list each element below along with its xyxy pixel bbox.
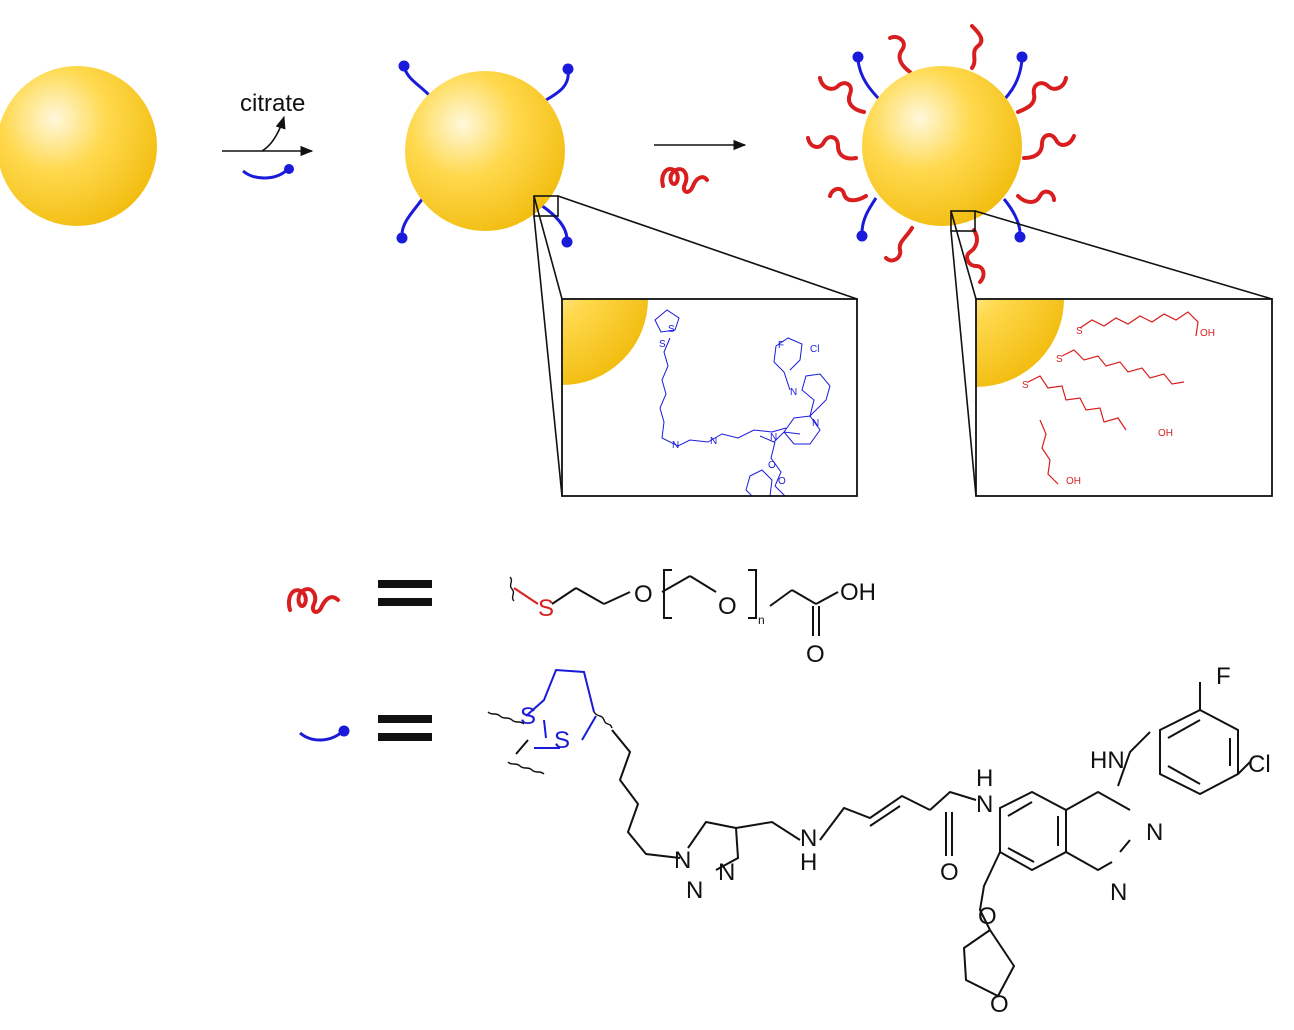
zoom-inset-ligand: S S Cl F N N N N N O O bbox=[533, 195, 858, 497]
ligand-quinazoline-n1: N bbox=[1146, 819, 1163, 846]
ligand-amide-h: H bbox=[976, 765, 993, 792]
svg-text:N: N bbox=[790, 387, 797, 398]
step2-arrow bbox=[654, 139, 747, 194]
svg-text:S: S bbox=[668, 324, 675, 335]
ligand-legend-row: S S N N N N H O H N HN N N F Cl O O bbox=[299, 663, 1271, 1018]
ligand-chlorine: Cl bbox=[1248, 751, 1271, 778]
equals-sign bbox=[378, 580, 432, 606]
ligand-ether-o: O bbox=[978, 903, 997, 930]
ligand-legend-icon bbox=[299, 725, 350, 742]
svg-text:O: O bbox=[778, 476, 786, 487]
ligand-quinazoline-n2: N bbox=[1110, 879, 1127, 906]
inset-peg-s1: S bbox=[1076, 326, 1083, 337]
svg-text:N: N bbox=[770, 432, 777, 443]
ligand-amide-n: N bbox=[976, 791, 993, 818]
peg-n-label: n bbox=[758, 613, 765, 627]
peg-o1-label: O bbox=[634, 581, 653, 608]
citrate-label: citrate bbox=[240, 90, 305, 117]
ligand-s1-label: S bbox=[520, 703, 536, 730]
ligand-thf-o: O bbox=[990, 991, 1009, 1018]
gold-nanoparticle-bare bbox=[0, 66, 157, 226]
svg-text:S: S bbox=[659, 339, 666, 350]
ligand-triazole-n1: N bbox=[674, 847, 691, 874]
peg-carbonyl-o-label: O bbox=[806, 641, 825, 668]
ligand-amine-n: N bbox=[800, 825, 817, 852]
inset-peg-oh1: OH bbox=[1200, 328, 1215, 339]
step1-arrow: citrate bbox=[222, 90, 314, 180]
ligand-structure bbox=[487, 668, 1251, 998]
inset-peg-oh2: OH bbox=[1158, 428, 1173, 439]
inset-peg-s2: S bbox=[1056, 354, 1063, 365]
peg-oh-label: OH bbox=[840, 579, 876, 606]
ligand-amide-o: O bbox=[940, 859, 959, 886]
ligand-s2-label: S bbox=[554, 727, 570, 754]
inset-peg-oh3: OH bbox=[1066, 476, 1081, 487]
equals-sign-2 bbox=[378, 715, 432, 741]
peg-reagent-icon bbox=[660, 167, 709, 194]
svg-text:N: N bbox=[710, 436, 717, 447]
ligand-aniline-hn: HN bbox=[1090, 747, 1125, 774]
peg-s-label: S bbox=[538, 595, 554, 622]
svg-text:N: N bbox=[812, 418, 819, 429]
blue-ligand-reagent-icon bbox=[242, 164, 294, 180]
peg-legend-icon bbox=[287, 587, 340, 614]
inset-peg-s3: S bbox=[1022, 380, 1029, 391]
ligand-triazole-n3: N bbox=[718, 859, 735, 886]
svg-text:N: N bbox=[672, 440, 679, 451]
ligand-coated-nanoparticle bbox=[396, 60, 574, 248]
peg-legend-row: S O O n OH O bbox=[287, 569, 876, 668]
svg-text:O: O bbox=[768, 460, 776, 471]
peg-structure: S O O n OH O bbox=[509, 569, 876, 668]
pegylated-nanoparticle bbox=[806, 24, 1076, 284]
zoom-inset-peg: S S S OH OH OH bbox=[950, 210, 1273, 497]
ligand-fluorine: F bbox=[1216, 663, 1231, 690]
svg-text:Cl: Cl bbox=[810, 344, 819, 355]
svg-text:F: F bbox=[778, 340, 784, 351]
peg-o2-label: O bbox=[718, 593, 737, 620]
ligand-triazole-n2: N bbox=[686, 877, 703, 904]
ligand-amine-h: H bbox=[800, 849, 817, 876]
